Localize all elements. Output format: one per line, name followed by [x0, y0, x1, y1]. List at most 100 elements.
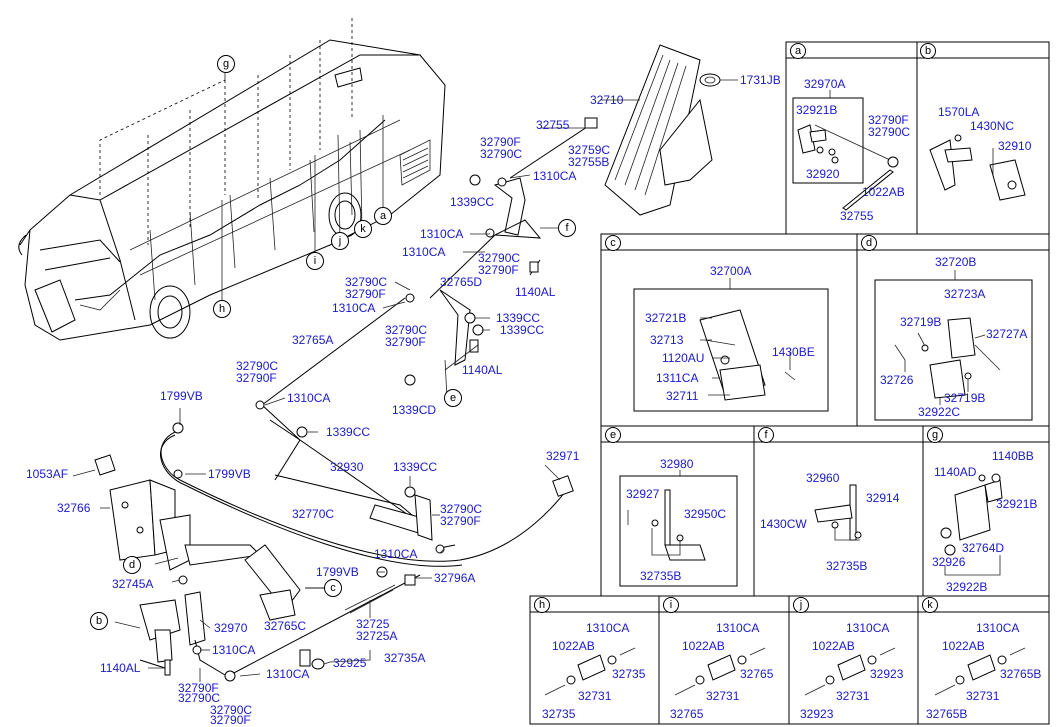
part-label[interactable]: 1310CA	[533, 169, 577, 183]
part-label[interactable]: 1731JB	[740, 73, 781, 87]
part-label[interactable]: 32790F	[178, 681, 219, 695]
part-label[interactable]: 32755	[840, 209, 874, 223]
part-label[interactable]: 32927	[626, 487, 660, 501]
part-label[interactable]: 1339CC	[496, 311, 541, 325]
part-label[interactable]: 32790C	[385, 323, 428, 337]
part-label[interactable]: 32790C	[210, 703, 253, 717]
part-label[interactable]: 32790C	[178, 691, 221, 705]
part-label[interactable]: 32765C	[264, 619, 307, 633]
part-label[interactable]: 32790F	[868, 113, 909, 127]
part-label[interactable]: 32735B	[826, 559, 868, 573]
part-label[interactable]: 32971	[546, 449, 580, 463]
part-label[interactable]: 32796A	[434, 571, 476, 585]
part-label[interactable]: 32725A	[356, 629, 398, 643]
part-label[interactable]: 32790F	[385, 335, 426, 349]
part-label[interactable]: 32921B	[796, 103, 838, 117]
part-label[interactable]: 1310CA	[976, 621, 1020, 635]
part-label[interactable]: 1430CW	[760, 517, 807, 531]
part-label[interactable]: 32731	[836, 689, 870, 703]
part-label[interactable]: 32765B	[926, 707, 968, 721]
part-label[interactable]: 32766	[57, 501, 91, 515]
callout-e[interactable]: e	[444, 389, 462, 407]
part-label[interactable]: 1799VB	[208, 467, 251, 481]
part-label[interactable]: 32710	[590, 93, 624, 107]
part-label[interactable]: 32922B	[946, 580, 988, 594]
part-label[interactable]: 1339CC	[500, 323, 545, 337]
part-label[interactable]: 32910	[998, 139, 1032, 153]
part-label[interactable]: 32735	[612, 667, 646, 681]
part-label[interactable]: 1310CA	[287, 391, 331, 405]
part-label[interactable]: 1799VB	[316, 565, 359, 579]
part-label[interactable]: 32735B	[640, 569, 682, 583]
part-label[interactable]: 1430BE	[772, 345, 815, 359]
part-label[interactable]: 1310CA	[332, 301, 376, 315]
part-label[interactable]: 32731	[706, 689, 740, 703]
part-label[interactable]: 1799VB	[160, 389, 203, 403]
part-label[interactable]: 1311CA	[656, 371, 699, 385]
part-label[interactable]: 32790F	[210, 713, 251, 727]
part-label[interactable]: 1310CA	[846, 621, 890, 635]
part-label[interactable]: 1120AU	[662, 351, 705, 365]
part-label[interactable]: 32790F	[478, 263, 519, 277]
part-label[interactable]: 32755	[536, 118, 570, 132]
callout-k[interactable]: k	[354, 220, 372, 238]
part-label[interactable]: 1022AB	[552, 639, 595, 653]
part-label[interactable]: 32711	[666, 389, 699, 403]
part-label[interactable]: 32790C	[480, 147, 523, 161]
part-label[interactable]: 1430NC	[970, 119, 1015, 133]
part-label[interactable]: 32790F	[236, 371, 277, 385]
part-label[interactable]: 32770C	[292, 507, 335, 521]
part-label[interactable]: 32960	[806, 471, 840, 485]
part-label[interactable]: 32727A	[986, 327, 1028, 341]
part-label[interactable]: 32922C	[918, 405, 961, 419]
part-label[interactable]: 32723A	[944, 287, 986, 301]
part-label[interactable]: 1310CA	[586, 621, 630, 635]
part-label[interactable]: 1022AB	[812, 639, 855, 653]
callout-c[interactable]: c	[324, 579, 342, 597]
callout-j[interactable]: j	[331, 232, 349, 250]
part-label[interactable]: 32713	[650, 333, 684, 347]
part-label[interactable]: 32970	[214, 621, 248, 635]
callout-i[interactable]: i	[306, 252, 324, 270]
part-label[interactable]: 1339CC	[450, 195, 495, 209]
part-label[interactable]: 32721B	[645, 311, 687, 325]
part-label[interactable]: 32765D	[440, 275, 483, 289]
callout-h[interactable]: h	[213, 300, 231, 318]
part-label[interactable]: 32755B	[568, 155, 610, 169]
part-label[interactable]: 32790C	[236, 359, 279, 373]
part-label[interactable]: 32731	[966, 689, 1000, 703]
part-label[interactable]: 1310CA	[402, 245, 446, 259]
part-label[interactable]: 1570LA	[938, 105, 980, 119]
part-label[interactable]: 32745A	[112, 577, 154, 591]
part-label[interactable]: 32719B	[944, 391, 986, 405]
part-label[interactable]: 32925	[333, 656, 367, 670]
callout-d[interactable]: d	[123, 556, 141, 574]
part-label[interactable]: 1053AF	[26, 467, 69, 481]
part-label[interactable]: 1140AL	[100, 661, 141, 675]
part-label[interactable]: 1310CA	[212, 643, 256, 657]
part-label[interactable]: 1022AB	[862, 185, 905, 199]
part-label[interactable]: 1140AD	[934, 465, 977, 479]
part-label[interactable]: 32923	[800, 707, 834, 721]
part-label[interactable]: 32765B	[1000, 667, 1042, 681]
part-label[interactable]: 32725	[356, 617, 390, 631]
callout-f[interactable]: f	[558, 219, 576, 237]
part-label[interactable]: 32923	[870, 667, 904, 681]
part-label[interactable]: 32921B	[996, 497, 1038, 511]
part-label[interactable]: 32980	[660, 457, 694, 471]
part-label[interactable]: 32950C	[684, 507, 727, 521]
part-label[interactable]: 1339CC	[393, 460, 438, 474]
part-label[interactable]: 32759C	[568, 143, 611, 157]
part-label[interactable]: 32731	[578, 689, 612, 703]
part-label[interactable]: 32720B	[935, 255, 977, 269]
part-label[interactable]: 32926	[932, 555, 966, 569]
part-label[interactable]: 1310CA	[374, 547, 418, 561]
part-label[interactable]: 32764D	[962, 541, 1005, 555]
part-label[interactable]: 32790F	[480, 135, 521, 149]
part-label[interactable]: 32930	[330, 460, 364, 474]
part-label[interactable]: 1310CA	[266, 667, 310, 681]
part-label[interactable]: 1339CD	[392, 403, 437, 417]
part-label[interactable]: 32700A	[710, 264, 752, 278]
part-label[interactable]: 32790C	[868, 125, 911, 139]
part-label[interactable]: 32726	[880, 373, 914, 387]
